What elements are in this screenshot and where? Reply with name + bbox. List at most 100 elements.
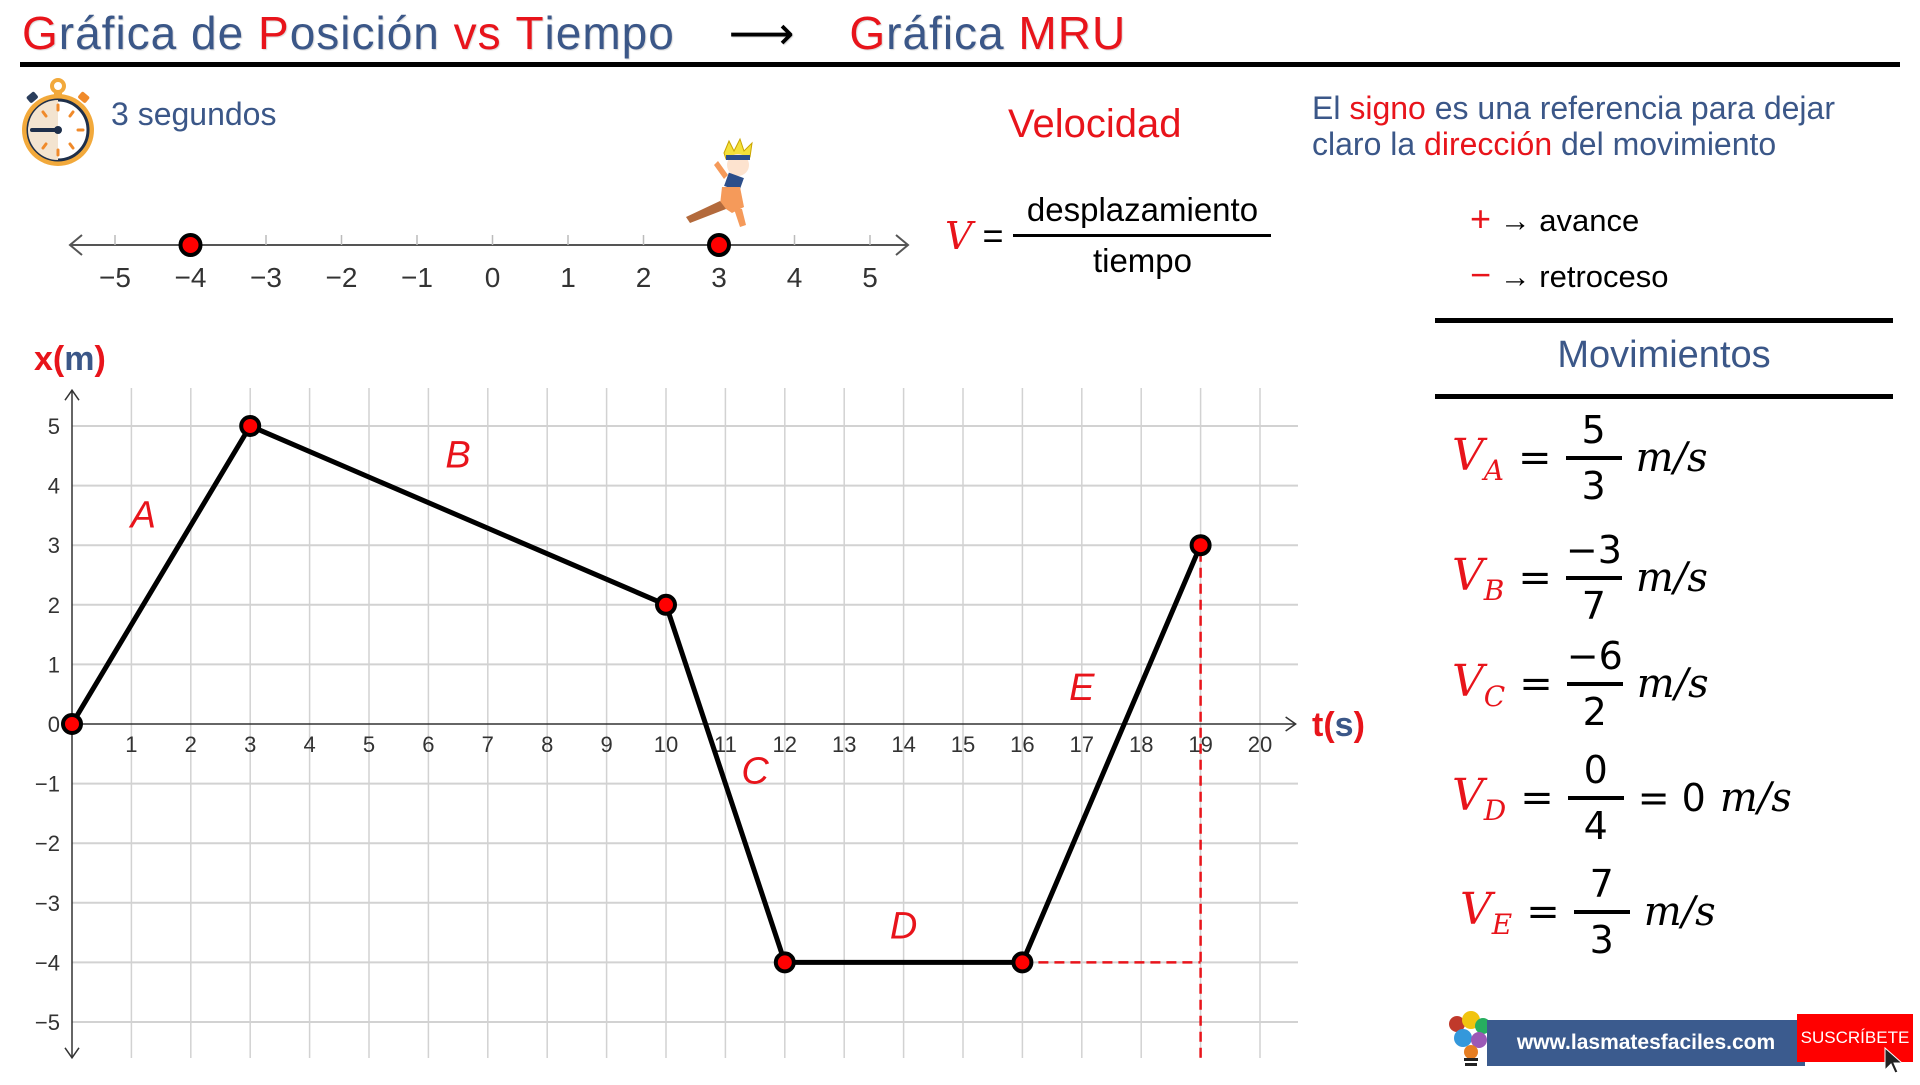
fraction-bar (1567, 796, 1624, 800)
runner-character-icon (686, 137, 753, 227)
number-line-tick: −2 (326, 262, 358, 293)
velocity-symbol: VA (1452, 429, 1505, 487)
legend-item-retreat: − → retroceso (1470, 248, 1669, 304)
text-part: ráfica (886, 7, 1019, 59)
number-line-tick: 1 (560, 262, 576, 293)
x-tick-label: 14 (891, 732, 915, 757)
sign-note-line-2: claro la dirección del movimiento (1312, 126, 1835, 162)
number-line-point (707, 233, 731, 257)
x-tick-label: 12 (773, 732, 797, 757)
legend-label: retroceso (1539, 259, 1669, 294)
number-line-tick: 4 (787, 262, 803, 293)
numerator: desplazamiento (1026, 191, 1259, 228)
number-line-tick: 0 (485, 262, 501, 293)
text-part: P (258, 7, 290, 59)
subscribe-button[interactable]: SUSCRÍBETE (1800, 1028, 1910, 1047)
velocity-symbol: VC (1452, 655, 1506, 713)
stopwatch-icon (18, 76, 98, 168)
data-point (239, 415, 262, 437)
equals-sign: = (1520, 775, 1554, 821)
y-tick-label: 0 (48, 712, 60, 737)
number-line-tick: 3 (711, 262, 727, 293)
units: m/s (1636, 661, 1709, 707)
x-axis-label: t(s) (1312, 706, 1365, 744)
x-tick-label: 7 (482, 732, 494, 757)
x-tick-label: 18 (1129, 732, 1153, 757)
denominator: tiempo (1092, 242, 1193, 279)
units: m/s (1643, 889, 1716, 935)
sign-note: El signo es una referencia para dejar cl… (1312, 90, 1835, 162)
velocity-fraction: desplazamiento tiempo (1013, 190, 1272, 281)
data-point (773, 951, 796, 974)
segment-label: B (445, 435, 470, 477)
x-tick-label: 1 (125, 732, 137, 757)
numerator: 0 (1583, 748, 1608, 792)
text-part: T (515, 7, 545, 59)
text-part: vs (453, 7, 516, 59)
equals-sign: = (1518, 435, 1552, 481)
legend-item-advance: + → avance (1470, 192, 1669, 248)
x-tick-label: 16 (1010, 732, 1034, 757)
data-point (61, 713, 83, 735)
x-tick-label: 8 (541, 732, 553, 757)
denominator: 4 (1583, 804, 1608, 848)
website-link[interactable]: www.lasmatesfaciles.com (1516, 1031, 1776, 1054)
text-part: G (22, 7, 59, 59)
x-tick-label: 3 (244, 732, 256, 757)
velocity-symbol: VE (1460, 883, 1513, 941)
y-tick-label: −2 (35, 831, 60, 856)
result: = 0 (1637, 776, 1706, 820)
numerator: 5 (1581, 408, 1606, 452)
number-line-tick: −5 (99, 262, 131, 293)
y-tick-label: −3 (35, 891, 60, 916)
movements-top-rule (1435, 318, 1893, 323)
position-line (69, 423, 1203, 965)
text-part: signo (1349, 90, 1426, 126)
title-main: Gráfica de Posición vs Tiempo (22, 6, 675, 60)
number-line-tick: −3 (250, 262, 282, 293)
text-part: El (1312, 90, 1350, 126)
y-tick-label: 2 (48, 593, 60, 618)
text-part: ráfica de (58, 7, 258, 59)
arrow-right-icon: ⟶ (728, 7, 796, 59)
y-tick-label: 5 (48, 414, 60, 439)
number-line-point (178, 233, 203, 257)
units: m/s (1635, 555, 1708, 601)
title-divider (20, 62, 1900, 67)
legend-label: avance (1539, 203, 1640, 238)
text-part: MRU (1018, 7, 1127, 59)
denominator: 7 (1581, 584, 1606, 628)
y-tick-label: −5 (35, 1010, 60, 1035)
velocity-symbol: VB (1452, 549, 1505, 607)
arrow-icon: → (1499, 259, 1531, 294)
segment-label: A (129, 494, 156, 536)
data-point (1189, 534, 1212, 557)
velocity-formula: V = desplazamiento tiempo (945, 190, 1272, 281)
subscribe-banner[interactable]: www.lasmatesfaciles.com SUSCRÍBETE (1445, 1010, 1915, 1074)
cursor-icon (1884, 1046, 1904, 1074)
plus-icon: + (1470, 198, 1492, 239)
text-part: claro la (1312, 126, 1425, 162)
text-part: iempo (544, 7, 675, 59)
velocity-symbol: V (945, 213, 973, 258)
number-line-tick: −4 (175, 262, 207, 293)
y-tick-label: 4 (48, 474, 60, 499)
x-tick-label: 15 (951, 732, 975, 757)
minus-icon: − (1470, 254, 1492, 295)
fraction-bar (1566, 682, 1623, 686)
equals-sign: = (1526, 889, 1560, 935)
data-point (655, 593, 677, 616)
number-line-tick: 5 (862, 262, 878, 293)
numerator: −6 (1566, 634, 1623, 678)
